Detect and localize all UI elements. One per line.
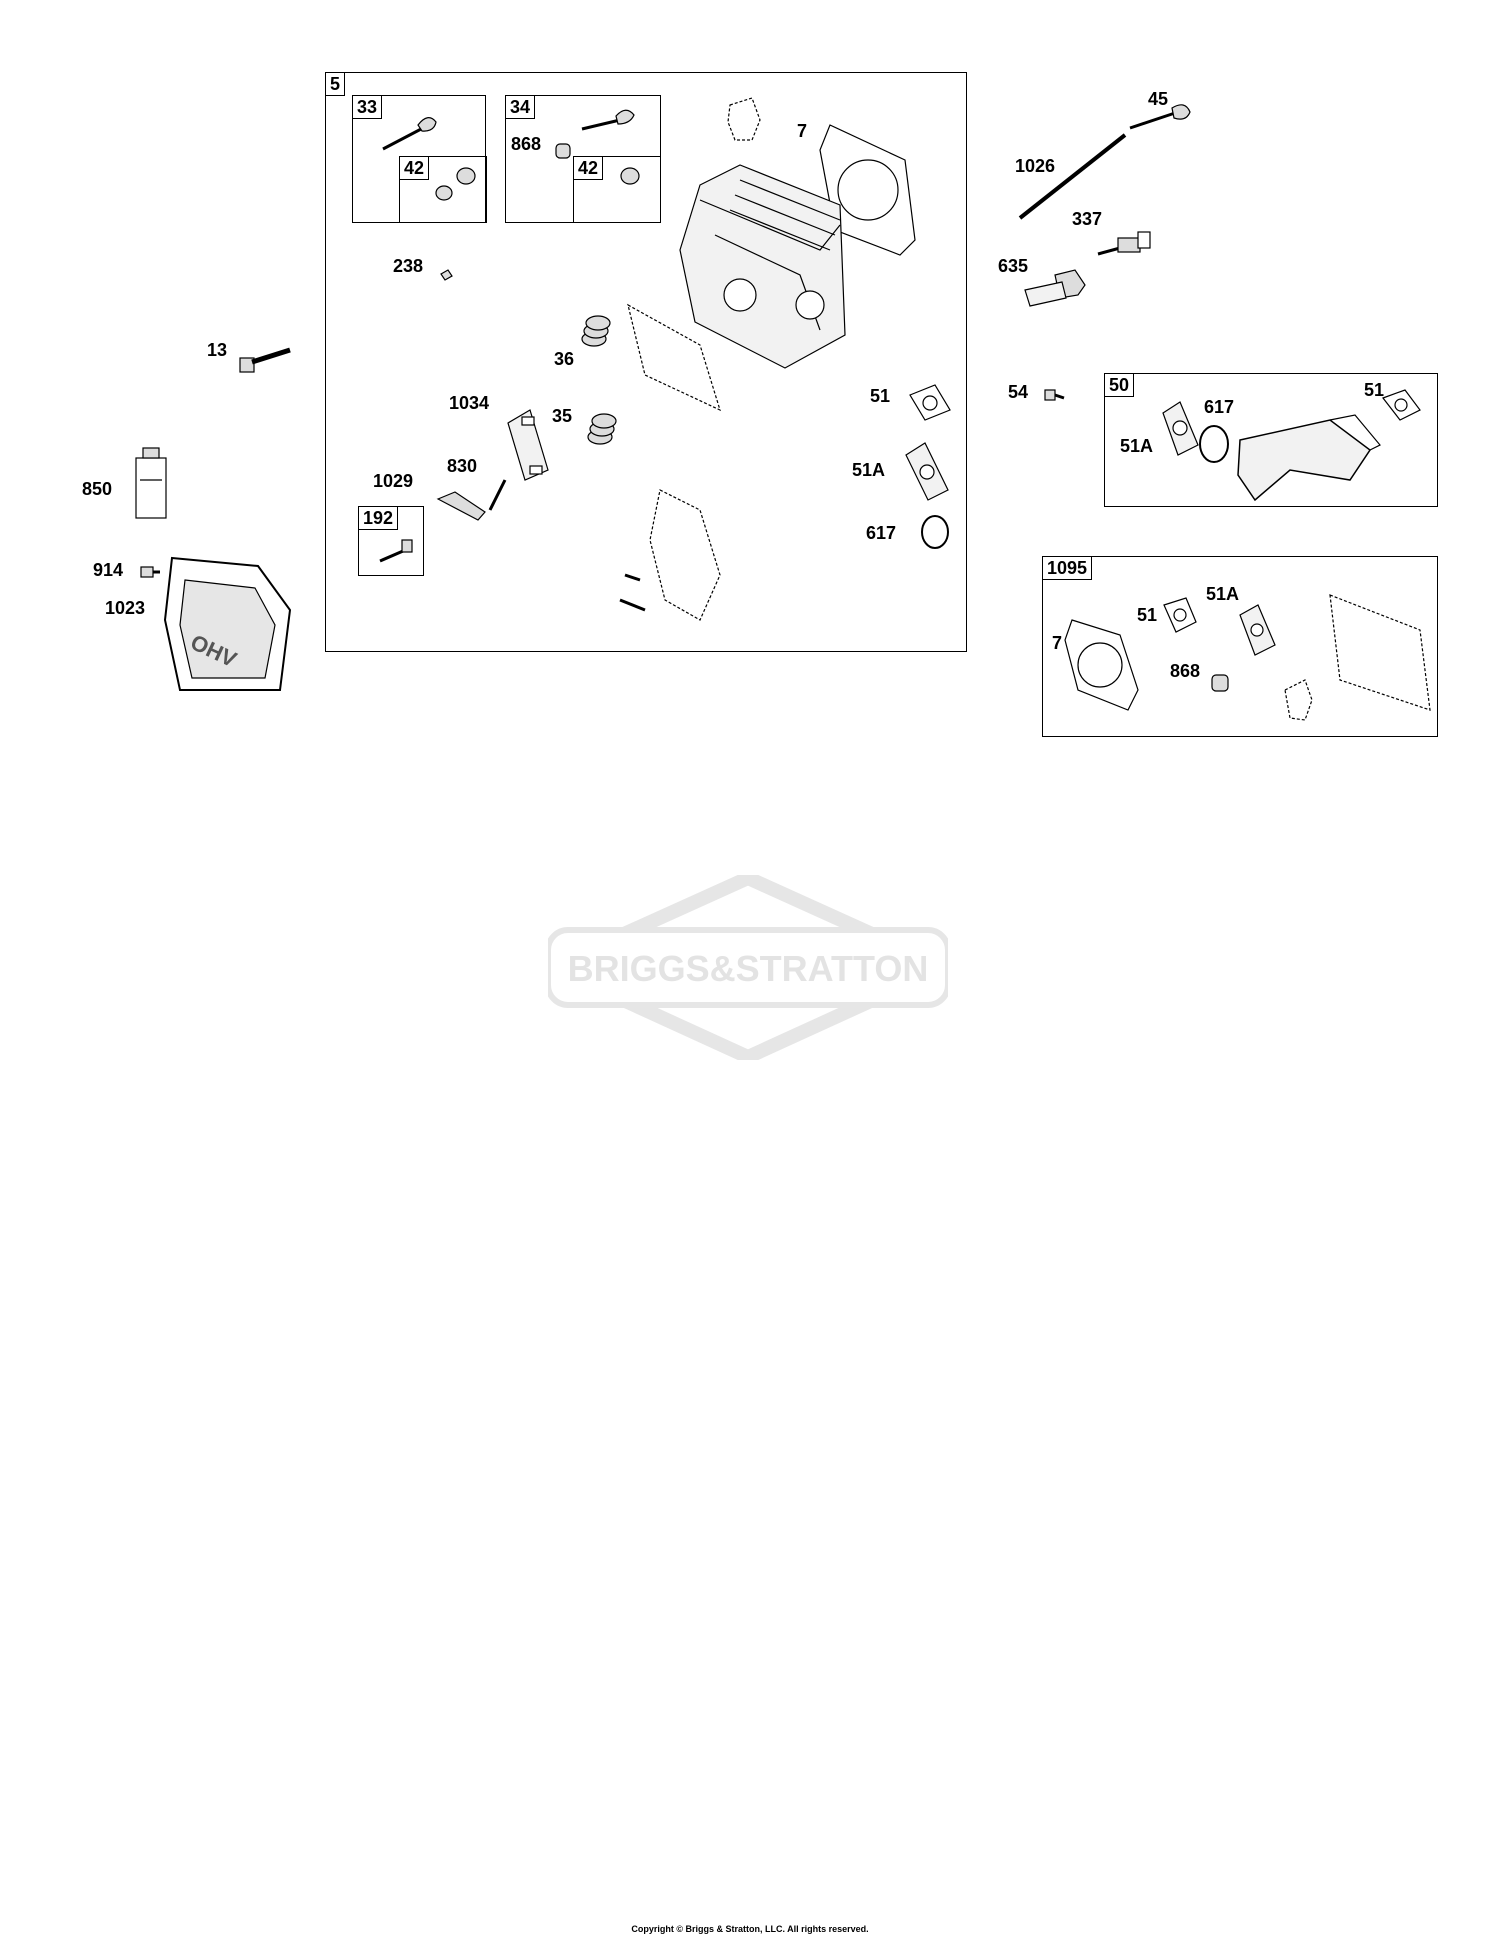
group-1095-tag: 1095 [1043, 557, 1093, 580]
gasket-icon [627, 303, 721, 412]
bolt-icon [1044, 389, 1065, 401]
gasket-icon [921, 515, 949, 549]
gasket-icon [649, 489, 721, 621]
bolt-icon [488, 479, 507, 511]
part-label-36: 36 [554, 349, 575, 369]
group-50-box: 50 [1104, 373, 1438, 507]
part-label-13: 13 [207, 340, 228, 360]
bolt-icon [379, 539, 413, 563]
valve-cover-icon: OHV [163, 556, 292, 691]
part-label-635: 635 [998, 256, 1029, 276]
group-5-tag: 5 [326, 73, 346, 96]
part-label-51-b: 51 [1364, 380, 1385, 400]
group-1095-box: 1095 [1042, 556, 1438, 737]
part-label-54: 54 [1008, 382, 1029, 402]
part-label-1023: 1023 [105, 598, 146, 618]
part-label-617-a: 617 [866, 523, 897, 543]
group-33-tag: 33 [353, 96, 383, 119]
part-label-1034: 1034 [449, 393, 490, 413]
group-33-box: 33 [352, 95, 486, 223]
cylinder-head-icon [679, 164, 846, 369]
group-42-tag-b: 42 [574, 157, 604, 180]
gasket-icon [905, 442, 949, 501]
valve-seal-icon [435, 167, 476, 201]
group-42-tag-a: 42 [400, 157, 430, 180]
gasket-icon [1239, 604, 1276, 656]
group-5-box: 5 [325, 72, 967, 652]
part-label-868-a: 868 [511, 134, 542, 154]
group-34-tag: 34 [506, 96, 536, 119]
valve-seal-icon [1211, 674, 1229, 692]
bolt-icon [140, 566, 160, 578]
part-label-51-c: 51 [1137, 605, 1158, 625]
part-label-51-a: 51 [870, 386, 891, 406]
gasket-icon [819, 124, 916, 256]
part-label-337: 337 [1072, 209, 1103, 229]
sealant-tube-icon [135, 447, 167, 519]
part-label-35: 35 [552, 406, 573, 426]
gasket-icon [909, 384, 951, 421]
group-192-tag: 192 [359, 507, 399, 530]
group-50-tag: 50 [1105, 374, 1135, 397]
part-label-238: 238 [393, 256, 424, 276]
gasket-icon [1199, 425, 1229, 463]
spark-plug-icon [1024, 269, 1086, 307]
gasket-icon [1163, 597, 1197, 633]
part-label-51A-c: 51A [1206, 584, 1240, 604]
part-label-51A-b: 51A [1120, 436, 1154, 456]
gasket-icon [1284, 594, 1431, 721]
part-label-51A-a: 51A [852, 460, 886, 480]
spring-icon [581, 315, 611, 347]
spring-icon [587, 413, 617, 445]
part-label-7-kit: 7 [1052, 633, 1063, 653]
gasket-icon [1382, 389, 1421, 421]
intake-manifold-icon [1237, 414, 1381, 502]
part-label-1029: 1029 [373, 471, 414, 491]
part-label-830: 830 [447, 456, 478, 476]
part-label-850: 850 [82, 479, 113, 499]
bolt-icon [239, 347, 291, 373]
group-42-box-a: 42 [399, 156, 487, 223]
spark-plug-icon [1097, 231, 1151, 256]
part-label-868-b: 868 [1170, 661, 1201, 681]
gasket-icon [1162, 401, 1199, 456]
group-192-box: 192 [358, 506, 424, 576]
part-label-914: 914 [93, 560, 124, 580]
rocker-arm-icon [507, 409, 549, 481]
part-label-7-head: 7 [797, 121, 808, 141]
rocker-arm-icon [436, 491, 486, 521]
valve-icon [382, 117, 437, 151]
copyright-text: Copyright © Briggs & Stratton, LLC. All … [631, 1924, 869, 1934]
part-label-1026: 1026 [1015, 156, 1056, 176]
logo-watermark-icon: BRIGGS&STRATTON [548, 875, 948, 1060]
part-label-617-b: 617 [1204, 397, 1235, 417]
bolt-icon [619, 573, 646, 612]
pushrod-icon [1018, 133, 1127, 220]
gasket-icon [1064, 619, 1139, 711]
valve-icon [1129, 104, 1191, 130]
valve-icon [555, 109, 640, 185]
bolt-icon [440, 269, 453, 281]
group-42-box-b: 42 [573, 156, 661, 223]
svg-text:BRIGGS&STRATTON: BRIGGS&STRATTON [568, 948, 929, 989]
part-label-45: 45 [1148, 89, 1169, 109]
